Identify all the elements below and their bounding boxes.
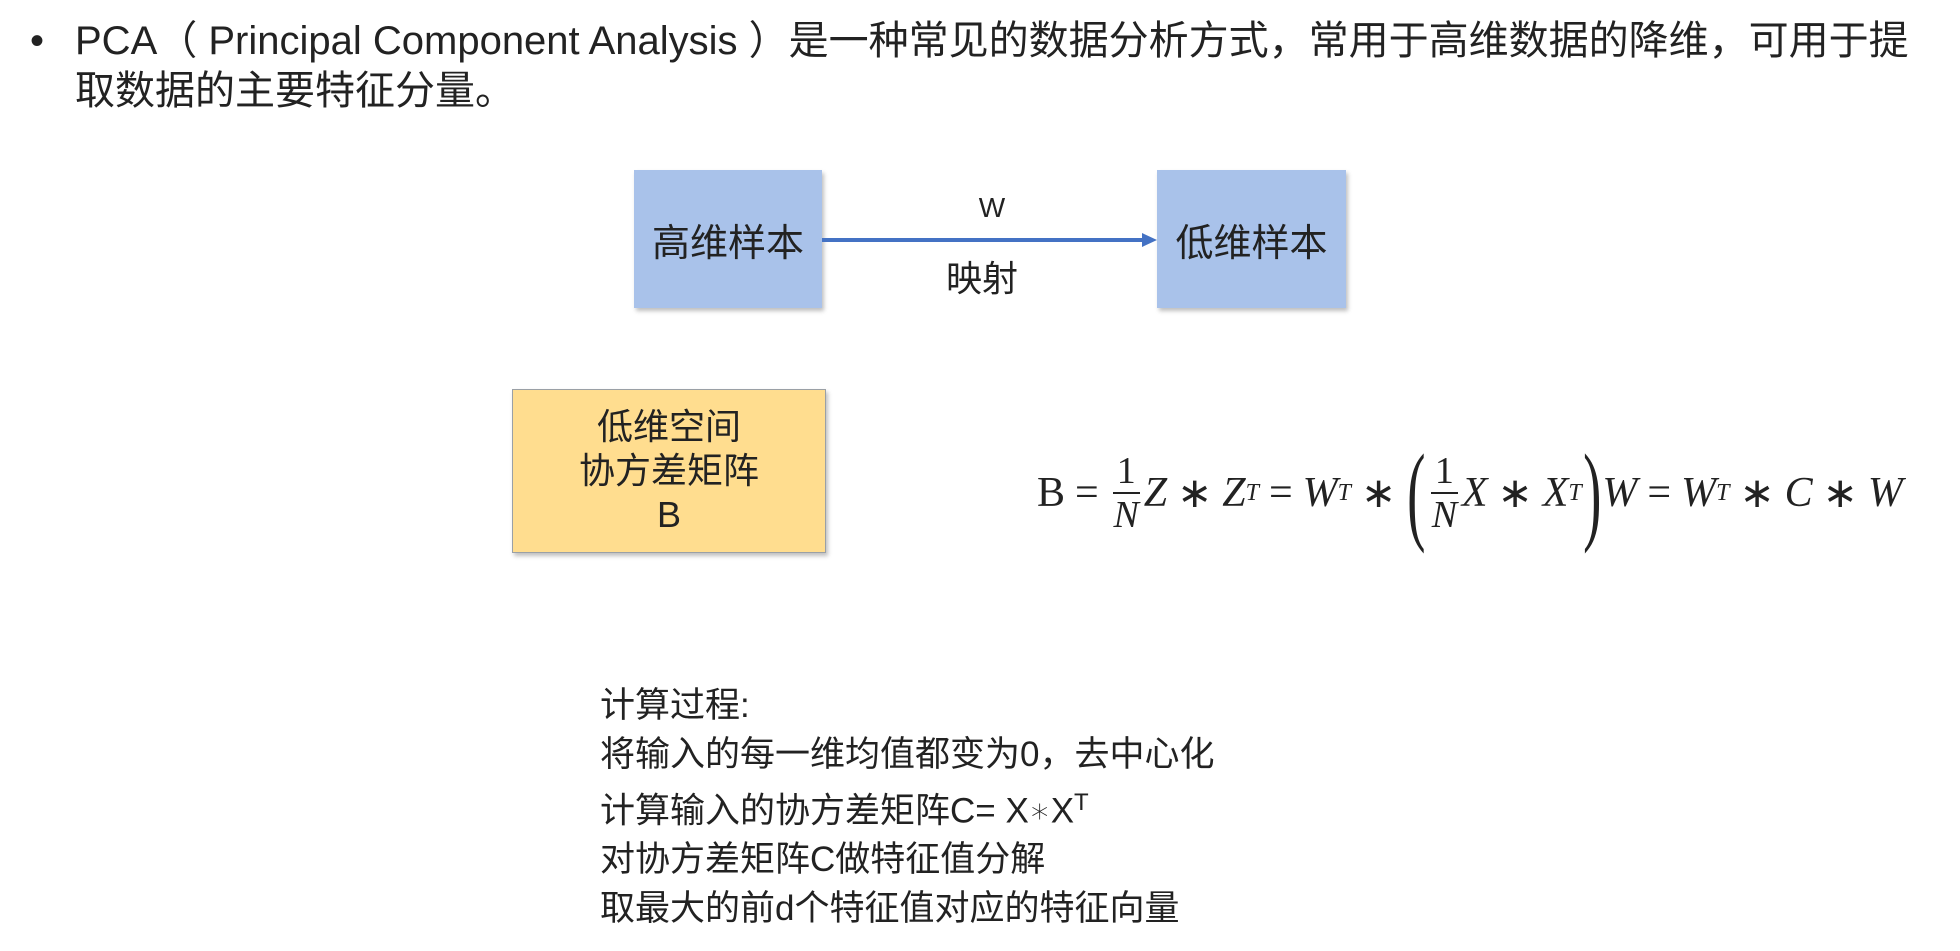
frac-den: N <box>1431 494 1458 536</box>
formula-star: ∗ <box>1739 471 1775 517</box>
formula-eq: = <box>1075 470 1099 516</box>
intro-text: PCA（ Principal Component Analysis ）是一种常见… <box>75 19 1909 113</box>
formula-z: Z <box>1143 470 1168 516</box>
formula-w: W <box>1867 470 1903 516</box>
covariance-line2: 协方差矩阵 <box>578 450 759 491</box>
formula-lparen: ( <box>1407 432 1426 554</box>
covariance-line3: B <box>656 494 681 535</box>
transpose-sup: T <box>1074 789 1089 816</box>
computation-steps: 计算过程: 将输入的每一维均值都变为0，去中心化 计算输入的协方差矩阵C= X∗… <box>600 682 1214 933</box>
formula-t: T <box>1337 479 1352 506</box>
step-item: 对协方差矩阵C做特征值分解 <box>600 840 1046 880</box>
frac-den: N <box>1113 494 1139 536</box>
formula-c: C <box>1784 470 1813 516</box>
formula-t: T <box>1245 479 1259 506</box>
step-item: 取最大的前d个特征值对应的特征向量 <box>600 888 1180 928</box>
formula-eq: = <box>1647 470 1672 516</box>
formula-x: X <box>1461 470 1488 516</box>
frac-num: 1 <box>1430 450 1458 494</box>
formula-star: ∗ <box>1177 471 1213 517</box>
covariance-line1: 低维空间 <box>596 406 741 447</box>
low-dim-sample-box: 低维样本 <box>1157 170 1346 308</box>
arrow-w-label: W <box>978 192 1006 223</box>
mapping-arrow <box>822 233 1157 247</box>
formula-w: W <box>1602 470 1638 516</box>
step-item: 将输入的每一维均值都变为0，去中心化 <box>600 734 1215 774</box>
formula-eq: = <box>1268 470 1293 516</box>
arrow-mapping-label: 映射 <box>946 258 1019 299</box>
bullet: • <box>30 19 45 63</box>
step-item: 计算输入的协方差矩阵C= X∗XT <box>600 779 1214 836</box>
formula-z: Z <box>1222 470 1246 516</box>
formula-w: W <box>1681 470 1717 516</box>
formula-w: W <box>1302 470 1338 516</box>
covariance-box: 低维空间 协方差矩阵 B <box>512 389 826 553</box>
high-dim-sample-label: 高维样本 <box>651 222 804 265</box>
frac-num: 1 <box>1112 450 1140 494</box>
high-dim-sample-box: 高维样本 <box>634 170 822 308</box>
formula-rparen: ) <box>1582 432 1602 554</box>
formula-star: ∗ <box>1497 471 1533 517</box>
formula-star: ∗ <box>1361 471 1397 517</box>
formula-b: B <box>1037 470 1066 516</box>
step-text: 计算输入的协方差矩阵C= X∗X <box>600 791 1075 831</box>
formula-x: X <box>1542 470 1569 516</box>
low-dim-sample-label: 低维样本 <box>1175 222 1328 265</box>
formula-t: T <box>1568 479 1582 506</box>
formula-star: ∗ <box>1822 471 1858 517</box>
formula-t: T <box>1716 479 1730 506</box>
steps-title: 计算过程: <box>600 686 750 725</box>
